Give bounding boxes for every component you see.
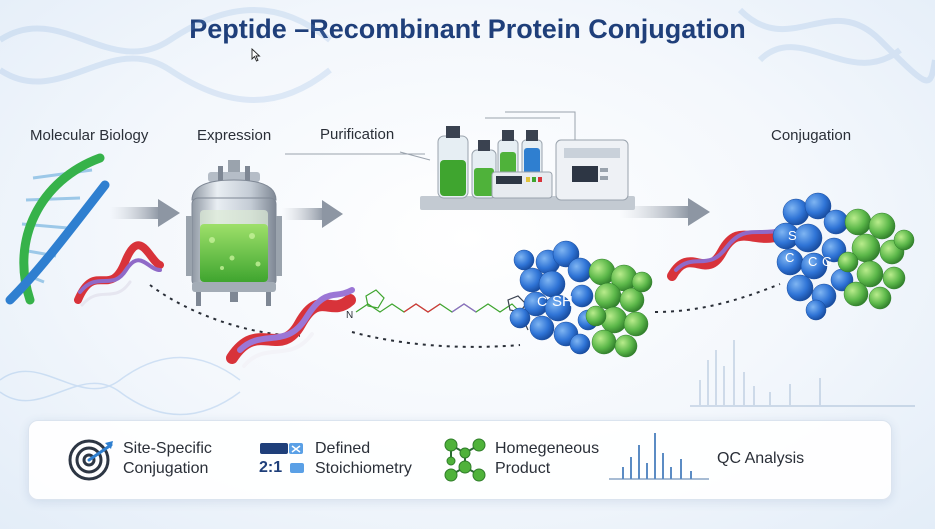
peptide-protein-conjugate-icon [667, 192, 915, 321]
feature-defined-line1: Defined [315, 440, 371, 457]
feature-qc-analysis: QC Analysis [609, 421, 879, 499]
n-terminus-label: N [346, 310, 353, 321]
bioreactor-icon [186, 160, 282, 306]
chemical-linker-icon [355, 289, 529, 331]
flow-arrow-2-icon [282, 200, 343, 228]
large-peptide-helix-icon [226, 287, 356, 368]
flow-arrow-1-icon [110, 199, 180, 227]
feature-qc-label: QC Analysis [717, 450, 805, 467]
stoichiometry-ratio: 2:1 [259, 459, 283, 476]
background-dna-wave-icon [0, 356, 241, 416]
stage-label-molecular-biology: Molecular Biology [30, 127, 149, 144]
mouse-cursor-icon [251, 48, 261, 62]
feature-defined-stoichiometry: 2:1 Defined Stoichiometry [259, 421, 439, 499]
background-chromatogram-icon [690, 340, 915, 407]
conjugate-c2-label: C [808, 254, 817, 269]
dotted-connectors [149, 283, 781, 348]
stoichiometry-block-icon [290, 463, 304, 473]
feature-homogeneous-line2: Product [495, 460, 551, 477]
stage-label-expression: Expression [197, 127, 272, 144]
conjugate-c1-label: C [785, 250, 794, 265]
dna-helix-icon [5, 153, 110, 305]
feature-site-specific: Site-Specific Conjugation [37, 421, 237, 499]
stage-label-conjugation: Conjugation [771, 127, 852, 144]
purification-equipment-icon [420, 126, 635, 210]
cysteine-label: C [537, 293, 547, 309]
stage-label-purification: Purification [320, 126, 395, 143]
feature-defined-line2: Stoichiometry [315, 460, 412, 477]
page-title: Peptide –Recombinant Protein Conjugation [189, 14, 746, 44]
recombinant-protein-icon [509, 240, 653, 358]
background-dna-icon [0, 7, 935, 103]
feature-site-specific-line1: Site-Specific [123, 440, 212, 457]
peptide-helix-icon [74, 241, 164, 307]
stoichiometry-icon [260, 443, 303, 454]
target-icon [68, 439, 113, 481]
feature-homogeneous-product: Homegeneous Product [439, 421, 629, 499]
molecule-network-icon [444, 438, 486, 482]
feature-homogeneous-line1: Homegeneous [495, 440, 600, 457]
workflow-illustration: N SH C [0, 7, 935, 416]
flow-arrow-3-icon [620, 198, 710, 226]
feature-site-specific-line2: Conjugation [123, 460, 209, 477]
purification-flow-lines [285, 111, 576, 161]
conjugate-g-label: G [822, 254, 832, 269]
feature-panel: Site-Specific Conjugation 2:1 Defined St… [28, 420, 892, 500]
thiol-label: SH [552, 293, 573, 310]
conjugate-s-label: S [788, 228, 797, 243]
chromatogram-icon [609, 433, 709, 480]
